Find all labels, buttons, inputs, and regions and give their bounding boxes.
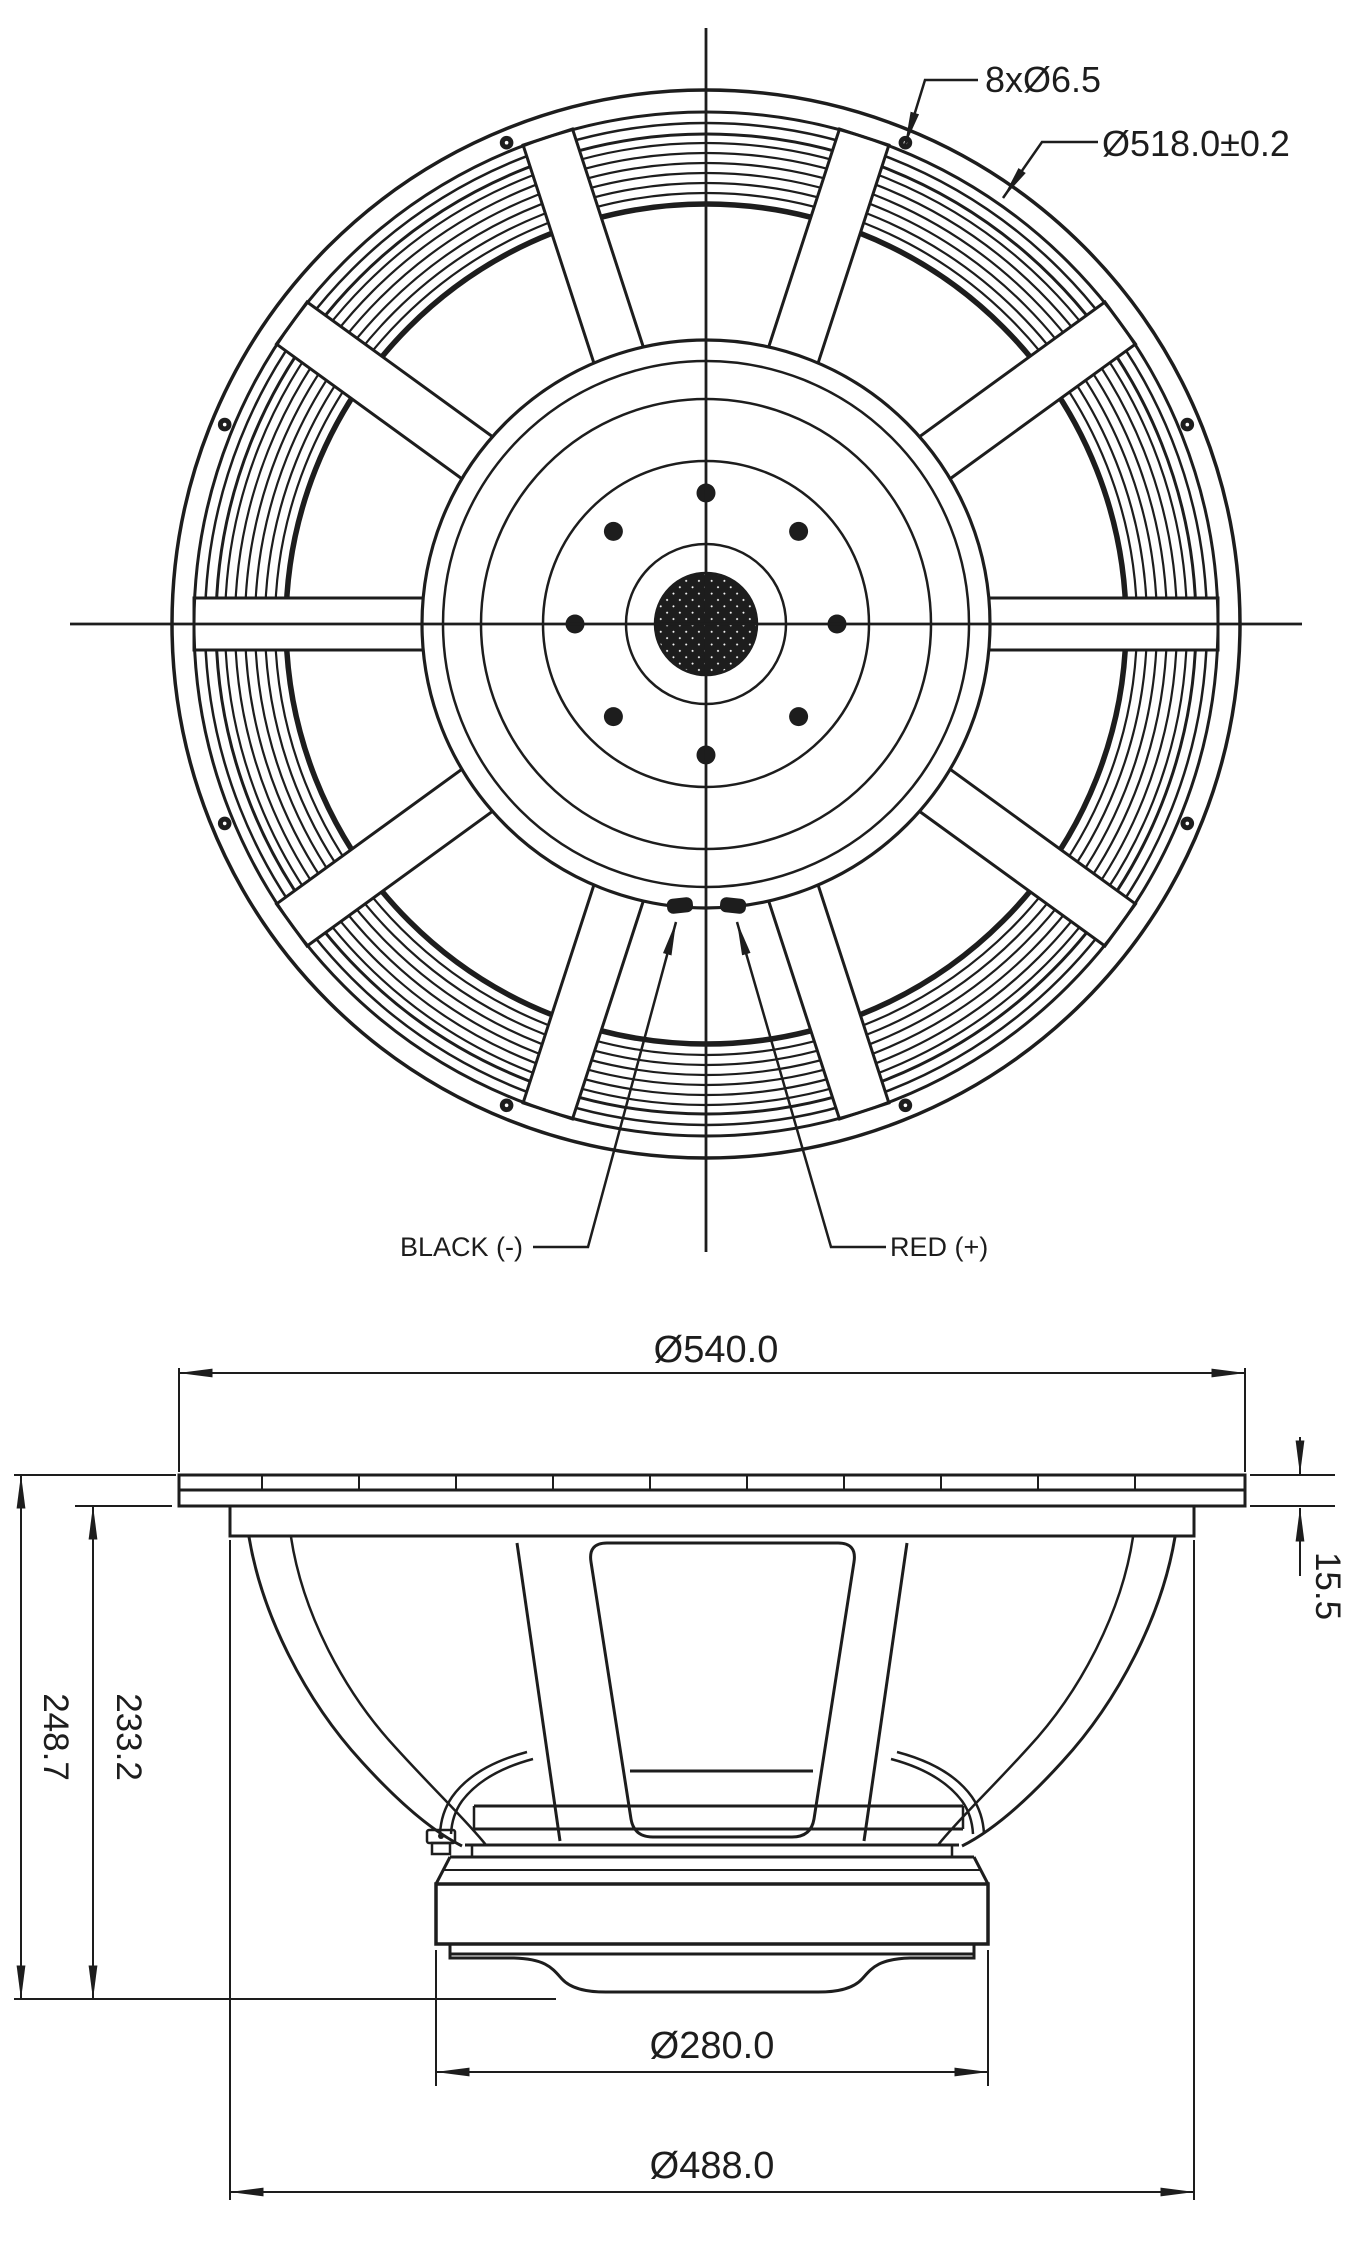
- positive-terminal: [719, 897, 747, 914]
- centerlines: [70, 28, 1302, 1252]
- basket-spoke: [762, 127, 891, 380]
- positive-terminal-leader: [735, 921, 886, 1249]
- mounting-holes-leader: [903, 78, 978, 146]
- bolt-head: [789, 707, 809, 727]
- mounting-holes-label: 8xØ6.5: [985, 59, 1101, 100]
- overall-depth-label: 248.7: [36, 1693, 75, 1781]
- basket-spoke: [521, 127, 650, 380]
- left-spoke-edge: [515, 1542, 562, 1842]
- mounting-hole-center: [903, 1103, 908, 1108]
- ferrite-magnet: [434, 1882, 990, 1946]
- dimensions: Ø540.0 15.5 248.7 233.2 Ø280.0: [14, 1329, 1347, 2200]
- negative-terminal-leader: [533, 921, 678, 1249]
- negative-terminal: [666, 897, 694, 914]
- basket-spokes: [192, 127, 1220, 1121]
- basket-outline: [247, 1536, 1177, 1848]
- basket-diameter-label: Ø488.0: [650, 2145, 775, 2187]
- frame-flange: [177, 1488, 1247, 1508]
- overall-diameter-label: Ø540.0: [654, 1329, 779, 1371]
- basket-spoke: [521, 868, 650, 1121]
- right-spoke-edge: [862, 1542, 909, 1842]
- positive-terminal-label: RED (+): [890, 1232, 988, 1262]
- bolt-circle-leader: [1001, 140, 1098, 199]
- magnet-bolts: [565, 483, 847, 765]
- back-plate-bell: [448, 1954, 976, 1994]
- basket-rim-ring: [228, 1504, 1196, 1538]
- mounting-hole-center: [222, 422, 227, 427]
- mounting-hole-center: [504, 140, 509, 145]
- terminals: [666, 897, 747, 914]
- mounting-holes: [217, 135, 1195, 1113]
- flange-thickness-label: 15.5: [1308, 1552, 1347, 1620]
- magnet-assembly: [434, 1843, 990, 1994]
- gasket-segment-joints: [261, 1476, 1136, 1489]
- bolt-head: [603, 521, 623, 541]
- front-view: 8xØ6.5 Ø518.0±0.2 BLACK (-) RED (+): [70, 28, 1302, 1262]
- bolt-head: [789, 521, 809, 541]
- mounting-hole-center: [504, 1103, 509, 1108]
- mounting-depth-label: 233.2: [109, 1693, 148, 1781]
- negative-terminal-label: BLACK (-): [400, 1232, 523, 1262]
- mounting-hole-center: [1185, 821, 1190, 826]
- terminal-block: [425, 1828, 457, 1856]
- back-plate-ring: [448, 1942, 976, 1956]
- mounting-hole-center: [222, 821, 227, 826]
- front-view-callouts: 8xØ6.5 Ø518.0±0.2 BLACK (-) RED (+): [400, 59, 1290, 1262]
- bolt-head: [603, 707, 623, 727]
- center-window: [589, 1541, 856, 1839]
- spider-lines: [472, 1769, 965, 1831]
- cone-surround-curves: [438, 1750, 986, 1835]
- gasket: [177, 1473, 1247, 1492]
- side-view: Ø540.0 15.5 248.7 233.2 Ø280.0: [14, 1329, 1347, 2200]
- mounting-hole-center: [1185, 422, 1190, 427]
- bolt-circle-label: Ø518.0±0.2: [1102, 123, 1290, 164]
- magnet-diameter-label: Ø280.0: [650, 2025, 775, 2067]
